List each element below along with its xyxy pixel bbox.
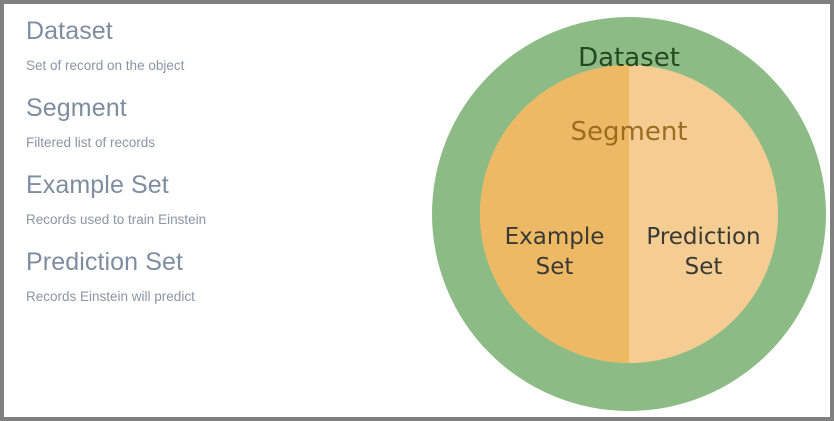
glossary-term-description: Records Einstein will predict: [26, 289, 195, 304]
glossary-item-segment: Segment Filtered list of records: [26, 93, 426, 152]
glossary-item-prediction-set: Prediction Set Records Einstein will pre…: [26, 247, 426, 306]
example-set-half: [480, 65, 629, 363]
glossary-term-title: Prediction Set: [26, 248, 184, 276]
prediction-set-half: [629, 65, 778, 363]
example-set-label: Example Set: [504, 224, 605, 280]
segment-label: Segment: [570, 117, 688, 147]
glossary-term-description: Filtered list of records: [26, 135, 156, 150]
glossary-term-title: Segment: [26, 94, 127, 122]
glossary-item-example-set: Example Set Records used to train Einste…: [26, 170, 426, 229]
glossary-term-description: Records used to train Einstein: [26, 212, 207, 227]
slide-canvas: Dataset Set of record on the object Segm…: [4, 4, 830, 417]
glossary-list: Dataset Set of record on the object Segm…: [26, 16, 426, 324]
segment-circle: [480, 65, 778, 363]
glossary-term-title: Dataset: [26, 17, 113, 45]
dataset-circle: Dataset Segment Example Set Prediction S…: [432, 17, 826, 411]
dataset-label: Dataset: [578, 43, 680, 73]
glossary-item-dataset: Dataset Set of record on the object: [26, 16, 426, 75]
venn-diagram: Dataset Segment Example Set Prediction S…: [432, 17, 830, 417]
prediction-set-label: Prediction Set: [646, 224, 761, 280]
glossary-term-description: Set of record on the object: [26, 58, 185, 73]
glossary-term-title: Example Set: [26, 171, 169, 199]
